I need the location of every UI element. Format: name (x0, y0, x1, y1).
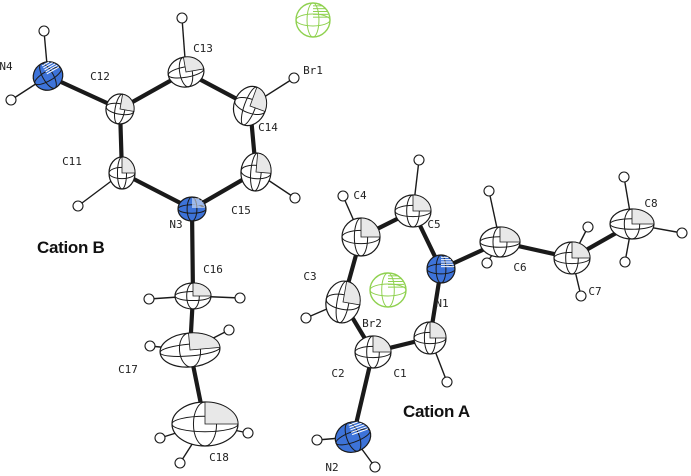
hydrogen-atom (311, 434, 323, 446)
atom-n2 (334, 421, 372, 453)
hydrogen-atom (72, 200, 84, 212)
caption-cation-a: Cation A (403, 402, 470, 421)
atom-label-c3: C3 (303, 270, 316, 283)
atom-label-c17: C17 (118, 363, 138, 376)
atom-c6 (479, 226, 521, 258)
hydrogen-atom (288, 72, 300, 84)
hydrogen-atom (5, 94, 17, 106)
hydrogen-atom (481, 257, 493, 269)
atom-label-c2: C2 (331, 367, 344, 380)
atom-label-br1: Br1 (303, 64, 323, 77)
atom-label-c11: C11 (62, 155, 82, 168)
atom-c16 (174, 282, 212, 310)
bond-n3-c16 (189, 206, 196, 299)
atom-label-c13: C13 (193, 42, 213, 55)
atom-c18 (171, 401, 239, 447)
hydrogen-atom (618, 171, 630, 183)
caption-cation-b: Cation B (37, 238, 105, 257)
atom-c4 (341, 217, 381, 257)
hydrogen-atom (223, 324, 235, 336)
atom-label-c5: C5 (427, 218, 440, 231)
atom-c1 (413, 321, 447, 355)
atom-label-c4: C4 (353, 189, 367, 202)
atom-br2 (369, 272, 407, 308)
atom-label-c1: C1 (393, 367, 406, 380)
atom-label-c8: C8 (644, 197, 657, 210)
hydrogen-atom (174, 457, 186, 469)
hydrogen-atom (300, 312, 312, 324)
atom-c11 (108, 156, 136, 190)
bond-layer (45, 69, 635, 440)
atom-layer (32, 2, 655, 453)
hydrogen-atom (176, 12, 188, 24)
hydrogen-atom (143, 293, 155, 305)
hydrogen-atom (38, 25, 50, 37)
hydrogen-atom (676, 227, 688, 239)
atom-c3 (325, 280, 361, 324)
atom-label-n4: N4 (0, 60, 13, 73)
hydrogen-atom (619, 256, 631, 268)
atom-label-n1: N1 (435, 297, 448, 310)
atom-c14 (232, 85, 268, 127)
hydrogen-atom (154, 432, 166, 444)
atom-label-c6: C6 (513, 261, 526, 274)
atom-label-c15: C15 (231, 204, 251, 217)
atom-c12 (105, 93, 135, 125)
hydrogen-atom (483, 185, 495, 197)
atom-n1 (426, 254, 456, 284)
atom-br1 (295, 2, 331, 38)
atom-c17 (159, 332, 221, 368)
atom-label-c14: C14 (258, 121, 278, 134)
atom-c7 (553, 241, 591, 275)
hydrogen-atom (337, 190, 349, 202)
atom-label-n3: N3 (169, 218, 182, 231)
hydrogen-atom (369, 461, 381, 473)
atom-label-c7: C7 (588, 285, 601, 298)
hydrogen-atom (582, 221, 594, 233)
hydrogen-atom (575, 290, 587, 302)
atom-c8 (609, 208, 655, 240)
atom-c2 (354, 335, 392, 369)
atom-c15 (240, 152, 272, 192)
atom-label-br2: Br2 (362, 317, 382, 330)
hydrogen-atom (289, 192, 301, 204)
atom-label-c18: C18 (209, 451, 229, 464)
hydrogen-atom (234, 292, 246, 304)
hydrogen-atom (441, 376, 453, 388)
hydrogen-atom (413, 154, 425, 166)
atom-n4 (32, 61, 64, 91)
atom-n3 (177, 196, 207, 222)
hydrogen-atom (144, 340, 156, 352)
atom-label-c12: C12 (90, 70, 110, 83)
atom-label-n2: N2 (325, 461, 338, 474)
hydrogen-atom (242, 427, 254, 439)
atom-c13 (167, 56, 205, 88)
atom-label-c16: C16 (203, 263, 223, 276)
atom-c5 (394, 194, 432, 228)
